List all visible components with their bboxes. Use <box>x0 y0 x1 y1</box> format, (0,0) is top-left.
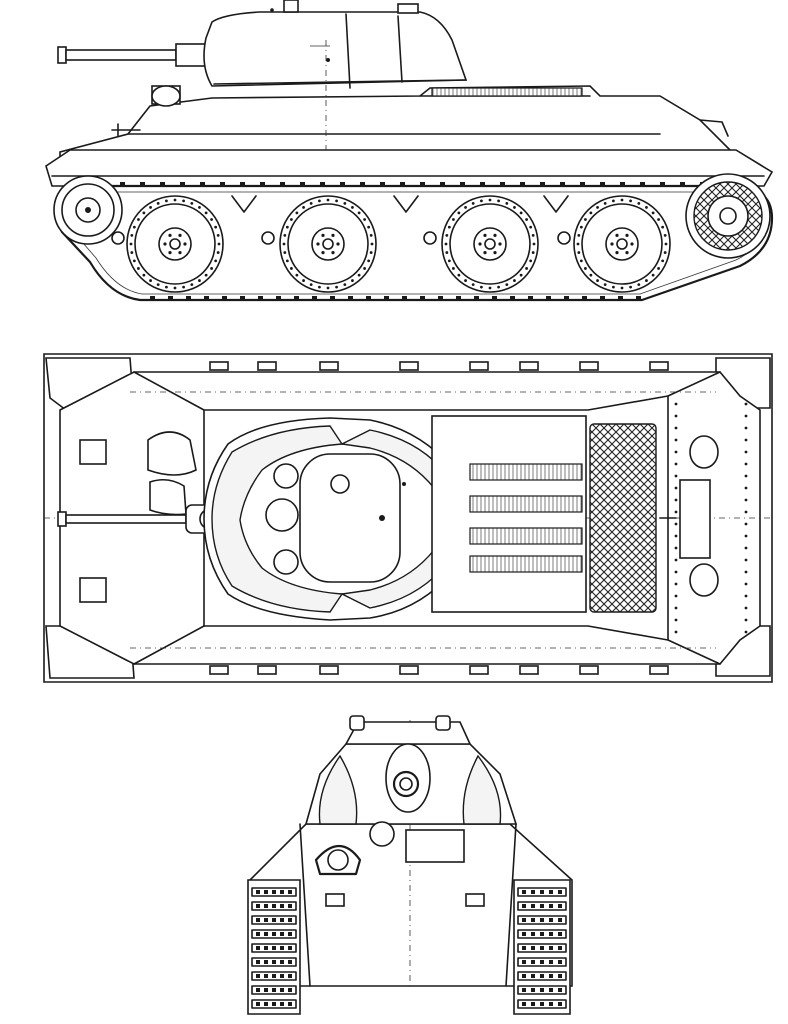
rear-rivets <box>674 402 748 634</box>
top-view <box>43 353 773 683</box>
turret-top <box>203 417 468 621</box>
front-view <box>247 715 573 1015</box>
engine-deck <box>431 415 657 613</box>
fender-line <box>45 149 774 187</box>
idler-wheel <box>53 175 123 245</box>
road-wheel <box>126 195 224 293</box>
suspension-parts <box>111 195 571 245</box>
drive-sprocket <box>685 173 771 259</box>
track-teeth-top <box>100 182 705 187</box>
road-wheel <box>279 195 377 293</box>
main-gun <box>57 43 211 67</box>
rear-plate <box>659 435 719 597</box>
fender-brackets <box>209 361 669 675</box>
road-wheel <box>573 195 671 293</box>
track-links <box>251 887 567 1009</box>
road-wheel <box>441 195 539 293</box>
turret <box>203 0 468 89</box>
track-teeth-bottom <box>150 296 641 301</box>
side-view <box>45 0 774 302</box>
road-wheels <box>126 195 671 293</box>
